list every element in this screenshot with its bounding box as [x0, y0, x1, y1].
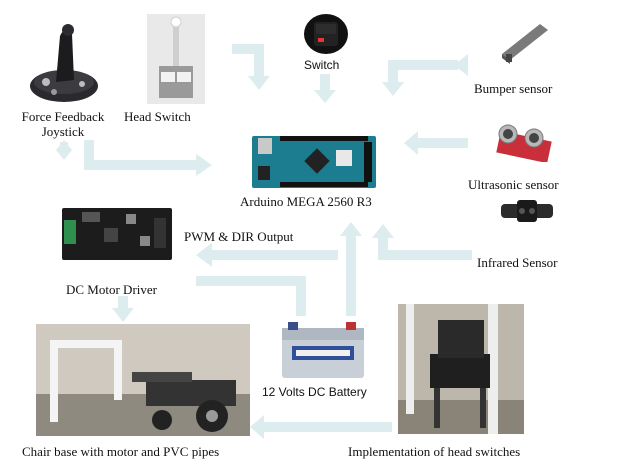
- arrow-head-switch: [232, 44, 264, 54]
- chair-base-image: [36, 324, 250, 436]
- head-switch-impl-image: [398, 304, 524, 434]
- joystick-image: [30, 24, 98, 102]
- label-switch: Switch: [304, 58, 340, 72]
- label-joystick: Force Feedback Joystick: [21, 109, 105, 139]
- infrared-sensor-image: [501, 200, 553, 222]
- label-head-switch-impl: Implementation of head switches: [348, 444, 521, 459]
- bumper-sensor-image: [502, 24, 548, 64]
- arrow-switch-down: [320, 74, 330, 92]
- label-arduino: Arduino MEGA 2560 R3: [240, 194, 372, 209]
- label-ultrasonic-sensor: Ultrasonic sensor: [468, 177, 559, 192]
- label-head-switch: Head Switch: [124, 109, 191, 124]
- label-infrared-sensor: Infrared Sensor: [477, 255, 558, 270]
- label-pwm-dir: PWM & DIR Output: [184, 229, 294, 244]
- switch-image: [304, 14, 348, 54]
- ultrasonic-sensor-image: [496, 124, 552, 162]
- arrow-bumper: [388, 60, 458, 70]
- arrow-infrared: [378, 236, 388, 260]
- head-switch-image: [147, 14, 205, 104]
- motor-driver-image: [62, 208, 172, 260]
- arduino-image: [252, 136, 376, 188]
- label-bumper-sensor: Bumper sensor: [474, 81, 553, 96]
- arrow-impl-to-chair: [262, 422, 392, 432]
- label-motor-driver: DC Motor Driver: [66, 282, 157, 297]
- arrow-joystick-stem: [84, 140, 94, 170]
- label-battery: 12 Volts DC Battery: [262, 385, 367, 399]
- label-chair-base: Chair base with motor and PVC pipes: [22, 444, 220, 459]
- arrow-battery-up: [346, 232, 356, 316]
- arrow-to-motor-driver: [210, 250, 338, 260]
- arrow-driver-line: [196, 276, 306, 286]
- arrow-ultrasonic: [416, 138, 468, 148]
- battery-image: [282, 322, 364, 378]
- arrow-driver-down: [118, 296, 128, 310]
